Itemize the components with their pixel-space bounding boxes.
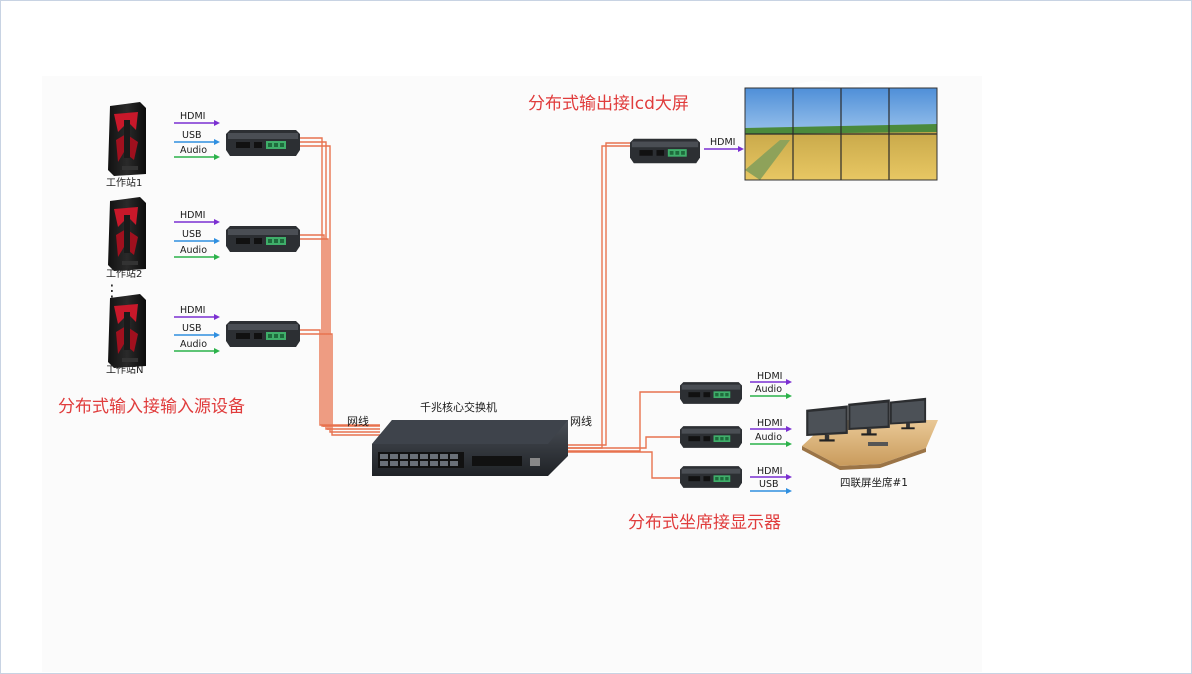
seat-decoder-box-2 — [680, 426, 742, 448]
switch-label: 千兆核心交换机 — [420, 400, 497, 414]
workstation-n: 工作站N — [106, 294, 146, 376]
audio-label: Audio — [180, 245, 207, 256]
hdmi-label: HDMI — [180, 305, 205, 316]
input-section-title: 分布式输入接输入源设备 — [58, 397, 245, 417]
tower-icon — [108, 294, 146, 368]
ws1-signals: HDMI USB Audio — [174, 111, 220, 160]
seat-decoder-box-3 — [680, 466, 742, 488]
wsn-signals: HDMI USB Audio — [174, 305, 220, 354]
hdmi-label: HDMI — [757, 418, 782, 429]
audio-label: Audio — [180, 145, 207, 156]
tower-icon — [108, 197, 146, 271]
right-cable-bundle — [562, 142, 680, 479]
encoder-box-2 — [226, 226, 300, 252]
usb-label: USB — [182, 229, 202, 240]
left-cable-bundle — [300, 137, 380, 436]
seat-decoder-box-1 — [680, 382, 742, 404]
audio-label: Audio — [755, 432, 782, 443]
lcd-decoder-box — [630, 138, 700, 164]
workstation-2: 工作站2 — [106, 197, 146, 280]
seat2-signals: HDMI Audio — [750, 418, 792, 447]
workstation-label: 工作站1 — [106, 176, 142, 189]
seat-section-title: 分布式坐席接显示器 — [628, 513, 781, 533]
hdmi-label: HDMI — [180, 210, 205, 221]
usb-label: USB — [182, 323, 202, 334]
usb-label: USB — [759, 479, 779, 490]
seat3-signals: HDMI USB — [750, 466, 792, 494]
workstation-label: 工作站N — [106, 363, 143, 376]
lcd-video-wall — [744, 81, 938, 181]
core-switch — [372, 420, 568, 476]
tower-icon — [108, 102, 146, 176]
audio-label: Audio — [180, 339, 207, 350]
hdmi-label: HDMI — [757, 466, 782, 477]
right-network-cable-label: 网线 — [570, 414, 592, 428]
workstation-1: 工作站1 — [106, 102, 146, 189]
seat-caption: 四联屏坐席#1 — [840, 476, 908, 489]
lcd-hdmi-label: HDMI — [710, 137, 735, 148]
usb-label: USB — [182, 130, 202, 141]
ws2-signals: HDMI USB Audio — [174, 210, 220, 260]
encoder-box-1 — [226, 130, 300, 156]
seat-workstation-desk — [802, 397, 938, 470]
encoder-box-n — [226, 321, 300, 347]
more-workstations-ellipsis: ⋮ — [104, 281, 120, 300]
hdmi-label: HDMI — [757, 371, 782, 382]
workstation-label: 工作站2 — [106, 267, 142, 280]
hdmi-label: HDMI — [180, 111, 205, 122]
lcd-section-title: 分布式输出接lcd大屏 — [528, 94, 689, 114]
audio-label: Audio — [755, 384, 782, 395]
seat1-signals: HDMI Audio — [750, 371, 792, 399]
left-network-cable-label: 网线 — [347, 414, 369, 428]
